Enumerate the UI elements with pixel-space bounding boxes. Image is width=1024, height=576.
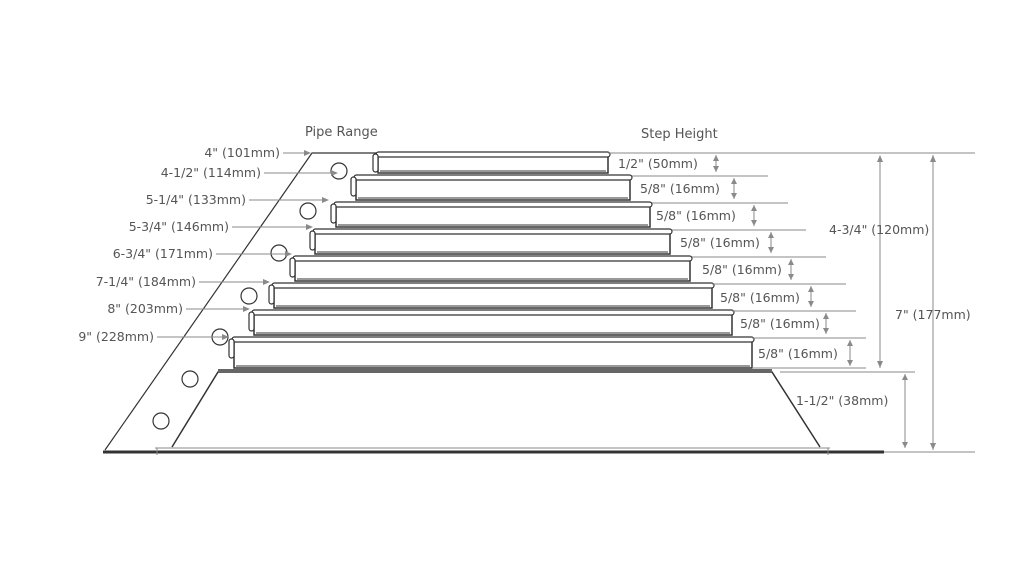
pipe-range-item: 4" (101mm) bbox=[204, 145, 311, 160]
step-height-item: 5/8" (16mm) bbox=[732, 310, 856, 334]
step-height-label: 1/2" (50mm) bbox=[618, 156, 698, 171]
step-height-label: 5/8" (16mm) bbox=[640, 181, 720, 196]
base-height-dimension: 1-1/2" (38mm) bbox=[780, 371, 915, 448]
step-lip bbox=[271, 282, 715, 289]
step-edge-pill bbox=[372, 153, 379, 173]
pipe-range-label: 8" (203mm) bbox=[107, 301, 183, 316]
step-edge-pill bbox=[289, 257, 296, 278]
step-edge-pill bbox=[350, 176, 357, 197]
steps-height-dimension: 4-3/4" (120mm) bbox=[829, 155, 929, 368]
pipe-range-label: 7-1/4" (184mm) bbox=[96, 274, 196, 289]
pipe-range-label: 4" (101mm) bbox=[204, 145, 280, 160]
hole-circle bbox=[181, 370, 199, 388]
step-tier bbox=[233, 337, 753, 369]
steps-height-label: 4-3/4" (120mm) bbox=[829, 222, 929, 237]
step-lip bbox=[251, 309, 735, 316]
cutout-profile bbox=[104, 152, 378, 451]
step-height-label: 5/8" (16mm) bbox=[758, 346, 838, 361]
step-height-item: 5/8" (16mm) bbox=[712, 283, 846, 307]
step-height-item: 1/2" (50mm) bbox=[608, 152, 975, 172]
pipe-range-item: 5-3/4" (146mm) bbox=[129, 219, 313, 234]
step-edge-pill bbox=[248, 311, 255, 332]
step-height-label: 5/8" (16mm) bbox=[656, 208, 736, 223]
hole-circle bbox=[240, 287, 258, 305]
pipe-range-header: Pipe Range bbox=[305, 125, 378, 140]
pipe-range-item: 8" (203mm) bbox=[107, 301, 250, 316]
total-height-dimension: 7" (177mm) bbox=[884, 155, 975, 453]
step-edge-pill bbox=[268, 284, 275, 305]
step-height-header: Step Height bbox=[641, 127, 718, 142]
pipe-range-labels: 4" (101mm) 4-1/2" (114mm) 5-1/4" (133mm)… bbox=[78, 145, 338, 344]
step-lip bbox=[231, 336, 755, 343]
pipe-range-item: 6-3/4" (171mm) bbox=[113, 246, 292, 261]
step-height-label: 5/8" (16mm) bbox=[720, 290, 800, 305]
step-edge-pill bbox=[330, 203, 337, 224]
base-flange bbox=[103, 447, 884, 455]
pipe-range-label: 5-3/4" (146mm) bbox=[129, 219, 229, 234]
overall-dimensions: 4-3/4" (120mm) 1-1/2" (38mm) 7" (177mm) bbox=[780, 155, 975, 453]
pipe-range-label: 4-1/2" (114mm) bbox=[161, 165, 261, 180]
step-height-label: 5/8" (16mm) bbox=[680, 235, 760, 250]
pipe-range-label: 5-1/4" (133mm) bbox=[146, 192, 246, 207]
pipe-range-item: 7-1/4" (184mm) bbox=[96, 274, 270, 289]
step-height-label: 5/8" (16mm) bbox=[740, 316, 820, 331]
step-height-item: 5/8" (16mm) bbox=[692, 256, 826, 280]
total-height-label: 7" (177mm) bbox=[895, 307, 971, 322]
step-lip bbox=[333, 201, 653, 208]
pipe-range-item: 5-1/4" (133mm) bbox=[146, 192, 329, 207]
pipe-range-item: 9" (228mm) bbox=[78, 329, 229, 344]
hole-circle bbox=[152, 412, 170, 430]
step-edge-pill bbox=[228, 338, 235, 359]
pipe-range-item: 4-1/2" (114mm) bbox=[161, 165, 338, 180]
hole-circle bbox=[270, 244, 288, 262]
cone-base bbox=[171, 369, 821, 448]
step-edge-pill bbox=[309, 230, 316, 251]
step-height-item: 5/8" (16mm) bbox=[752, 337, 866, 369]
step-lip bbox=[375, 151, 611, 158]
step-height-item: 5/8" (16mm) bbox=[632, 175, 768, 199]
step-height-item: 5/8" (16mm) bbox=[652, 202, 788, 226]
hole-circle bbox=[330, 162, 348, 180]
base-height-label: 1-1/2" (38mm) bbox=[796, 393, 888, 408]
pipe-range-label: 9" (228mm) bbox=[78, 329, 154, 344]
step-height-labels: 1/2" (50mm) 5/8" (16mm) 5/8" (16mm) 5/8"… bbox=[608, 152, 975, 369]
step-lip bbox=[292, 255, 693, 262]
step-height-label: 5/8" (16mm) bbox=[702, 262, 782, 277]
step-lip bbox=[353, 174, 633, 181]
steps-group bbox=[228, 151, 755, 369]
step-height-item: 5/8" (16mm) bbox=[672, 229, 806, 253]
step-lip bbox=[312, 228, 673, 235]
pipe-range-label: 6-3/4" (171mm) bbox=[113, 246, 213, 261]
hole-circle bbox=[299, 202, 317, 220]
